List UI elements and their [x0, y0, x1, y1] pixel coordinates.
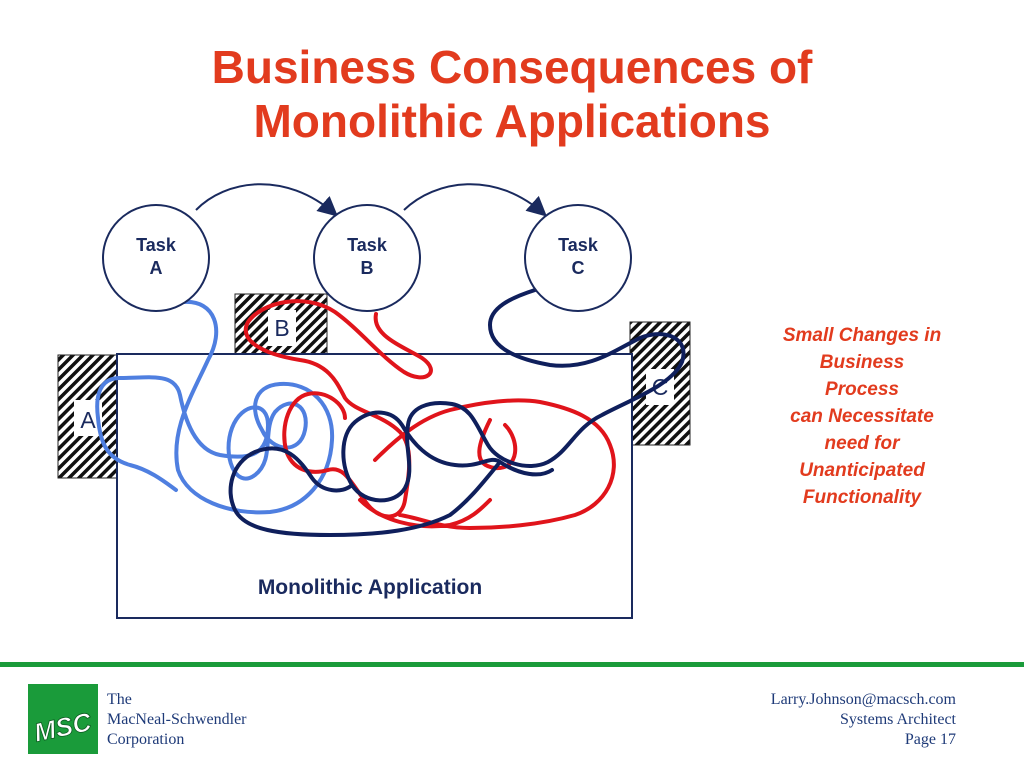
arrow-task-a-to-b [195, 183, 339, 217]
company-line: MacNeal-Schwendler [107, 711, 247, 728]
task-a-node: Task A [102, 204, 210, 312]
side-note-line: Process [825, 379, 899, 400]
side-note-line: can Necessitate [790, 406, 934, 427]
side-note-line: need for [824, 433, 900, 454]
side-note: Small Changes in Business Process can Ne… [752, 322, 972, 511]
module-b-label-bg [268, 310, 296, 346]
monolith-diagram: A B C Task A Task B Task C Monolithic Ap… [57, 183, 691, 619]
title-line-2: Monolithic Applications [253, 95, 771, 147]
presenter-role: Systems Architect [840, 711, 956, 728]
task-c-node: Task C [524, 204, 632, 312]
task-c-line2: C [572, 258, 585, 278]
task-c-line1: Task [558, 235, 599, 255]
company-name: The MacNeal-Schwendler Corporation [107, 690, 247, 750]
task-b-line1: Task [347, 235, 388, 255]
monolith-label: Monolithic Application [258, 576, 482, 599]
presenter-contact: Larry.Johnson@macsch.com Systems Archite… [771, 690, 956, 750]
company-line: The [107, 691, 132, 708]
side-note-line: Unanticipated [799, 460, 925, 481]
monolith-box [116, 353, 633, 619]
navy-spaghetti [228, 288, 686, 537]
title-line-1: Business Consequences of [211, 41, 813, 93]
module-a-box [57, 354, 119, 479]
task-a-line1: Task [136, 235, 177, 255]
side-note-line: Small Changes in [782, 325, 942, 346]
footer-divider [0, 662, 1024, 667]
page-number: Page 17 [904, 731, 956, 748]
blue-spaghetti [95, 299, 335, 515]
slide-title: Business Consequences of Monolithic Appl… [0, 40, 1024, 148]
side-note-line: Business [819, 352, 905, 373]
company-line: Corporation [107, 731, 185, 748]
module-b-label: B [274, 315, 289, 341]
msc-logo: MSC [28, 684, 98, 754]
presenter-email: Larry.Johnson@macsch.com [770, 691, 956, 708]
red-spaghetti [243, 299, 616, 530]
arrow-task-b-to-c [403, 183, 547, 217]
module-a-label: A [80, 407, 96, 433]
task-a-line2: A [150, 258, 163, 278]
task-b-node: Task B [313, 204, 421, 312]
side-note-line: Functionality [802, 487, 922, 508]
task-b-line2: B [361, 258, 374, 278]
